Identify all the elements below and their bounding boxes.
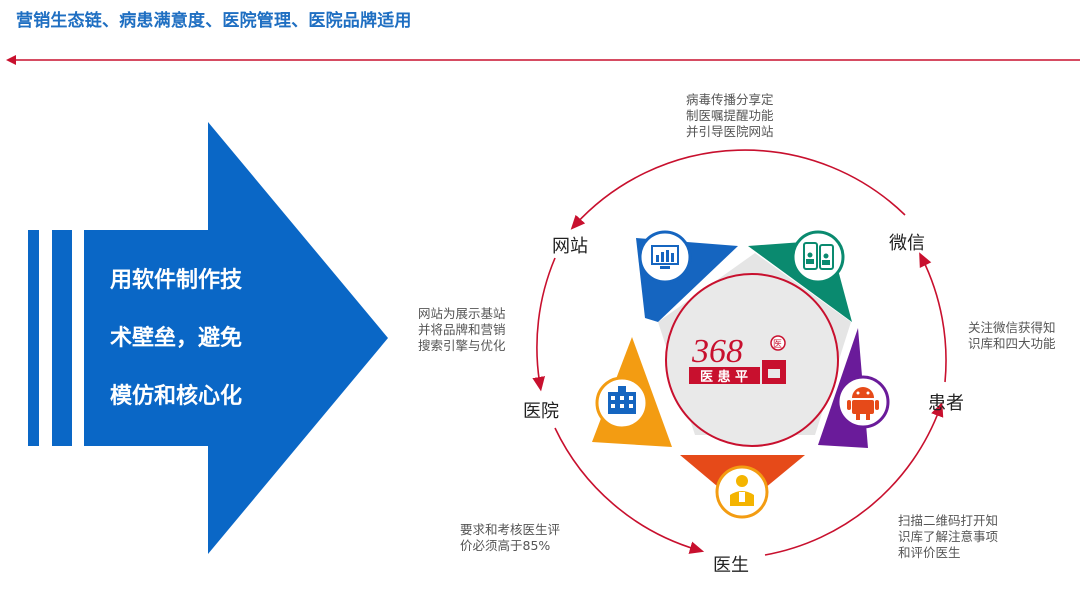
note-right-line-2: 识库和四大功能 [968,336,1056,351]
note-bottom-right-line-3: 和评价医生 [898,545,961,560]
hospital-building-icon [595,376,649,430]
node-website: 网站 [552,236,588,257]
note-left: 网站为展示基站 并将品牌和营销 搜索引擎与优化 [418,306,506,354]
note-top: 病毒传播分享定 制医嘱提醒功能 并引导医院网站 [686,92,774,140]
note-bottom-left: 要求和考核医生评 价必须高于85% [460,522,560,554]
logo-number: 368 [691,333,743,370]
note-bottom-left-line-2: 价必须高于85% [460,538,551,553]
center-logo: 368 医 患 平 医 [689,333,786,385]
node-hospital: 医院 [523,401,559,422]
big-arrow [28,122,388,554]
page-title: 营销生态链、病患满意度、医院管理、医院品牌适用 [16,11,412,31]
node-doctor: 医生 [713,555,749,576]
header-divider-arrow [6,55,1080,65]
note-bottom-right-line-1: 扫描二维码打开知 [898,513,999,528]
center-circle [665,273,839,447]
note-top-line-2: 制医嘱提醒功能 [686,108,774,123]
logo-badge: 医 [773,339,782,350]
note-right-line-1: 关注微信获得知 [968,320,1056,335]
note-top-line-3: 并引导医院网站 [686,124,774,139]
cycle-arcs [532,149,947,556]
note-left-line-2: 并将品牌和营销 [418,322,506,337]
note-bottom-left-line-1: 要求和考核医生评 [460,522,561,537]
doctor-icon [715,465,769,519]
arrow-text-line-1: 用软件制作技 [110,268,243,293]
note-top-line-1: 病毒传播分享定 [686,92,774,107]
note-left-line-3: 搜索引擎与优化 [418,338,506,353]
note-bottom-right: 扫描二维码打开知 识库了解注意事项 和评价医生 [898,513,998,561]
node-wechat: 微信 [889,233,925,254]
note-left-line-1: 网站为展示基站 [418,306,506,321]
note-right: 关注微信获得知 识库和四大功能 [968,320,1056,352]
monitor-chart-icon [638,230,692,284]
two-phones-icon [791,230,845,284]
node-patient: 患者 [928,393,964,414]
arrow-text-line-3: 模仿和核心化 [110,384,243,409]
arrow-text-line-2: 术壁垒，避免 [110,326,243,351]
android-icon [836,375,890,429]
logo-subtitle: 医 患 平 [700,369,748,385]
note-bottom-right-line-2: 识库了解注意事项 [898,529,999,544]
